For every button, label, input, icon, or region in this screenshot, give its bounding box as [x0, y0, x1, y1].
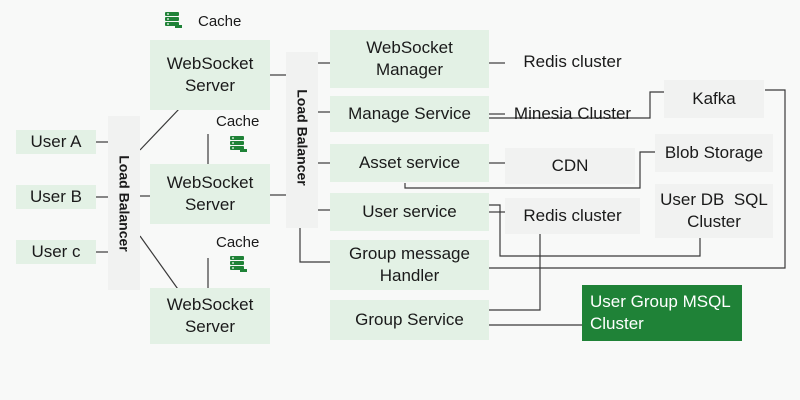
- connector: [489, 89, 786, 269]
- connector: [139, 107, 181, 151]
- cache-label-middle: Cache: [216, 113, 260, 130]
- group-message-handler-node: Group message Handler: [330, 240, 489, 290]
- websocket-server-middle: WebSocket Server: [150, 164, 270, 224]
- websocket-server-bottom: WebSocket Server: [150, 288, 270, 344]
- connector: [489, 232, 541, 311]
- connector: [139, 235, 181, 293]
- blob-storage-node: Blob Storage: [655, 134, 773, 172]
- load-balancer-left-label: Load Balancer: [116, 155, 133, 252]
- database-icon: [230, 136, 247, 152]
- database-icon: [230, 256, 247, 272]
- cache-label-top: Cache: [198, 13, 242, 30]
- manage-service-node: Manage Service: [330, 96, 489, 132]
- cache-label-bottom: Cache: [216, 234, 260, 251]
- websocket-server-top: WebSocket Server: [150, 40, 270, 110]
- redis-cluster-top-node: Redis cluster: [523, 52, 622, 71]
- load-balancer-right-label: Load Balancer: [294, 89, 311, 186]
- load-balancer-right: [286, 52, 318, 228]
- user-group-msql-cluster-node: User Group MSQL Cluster: [582, 285, 742, 341]
- websocket-manager-node: WebSocket Manager: [330, 30, 489, 88]
- user-service-node: User service: [330, 193, 489, 231]
- user-b-node: User B: [16, 185, 96, 209]
- redis-cluster-middle-node: Redis cluster: [505, 198, 640, 234]
- connector: [404, 151, 655, 189]
- kafka-node: Kafka: [664, 80, 764, 118]
- database-icon: [165, 12, 182, 28]
- user-a-node: User A: [16, 130, 96, 154]
- load-balancer-left: [108, 116, 140, 290]
- connector: [299, 228, 330, 263]
- user-db-sql-cluster-node: User DB SQL Cluster: [655, 184, 773, 238]
- asset-service-node: Asset service: [330, 144, 489, 182]
- connector: [489, 204, 701, 257]
- minesia-cluster-node: Minesia Cluster: [513, 104, 632, 123]
- group-service-node: Group Service: [330, 300, 489, 340]
- cdn-node: CDN: [505, 148, 635, 184]
- connector: [489, 91, 664, 119]
- user-c-node: User c: [16, 240, 96, 264]
